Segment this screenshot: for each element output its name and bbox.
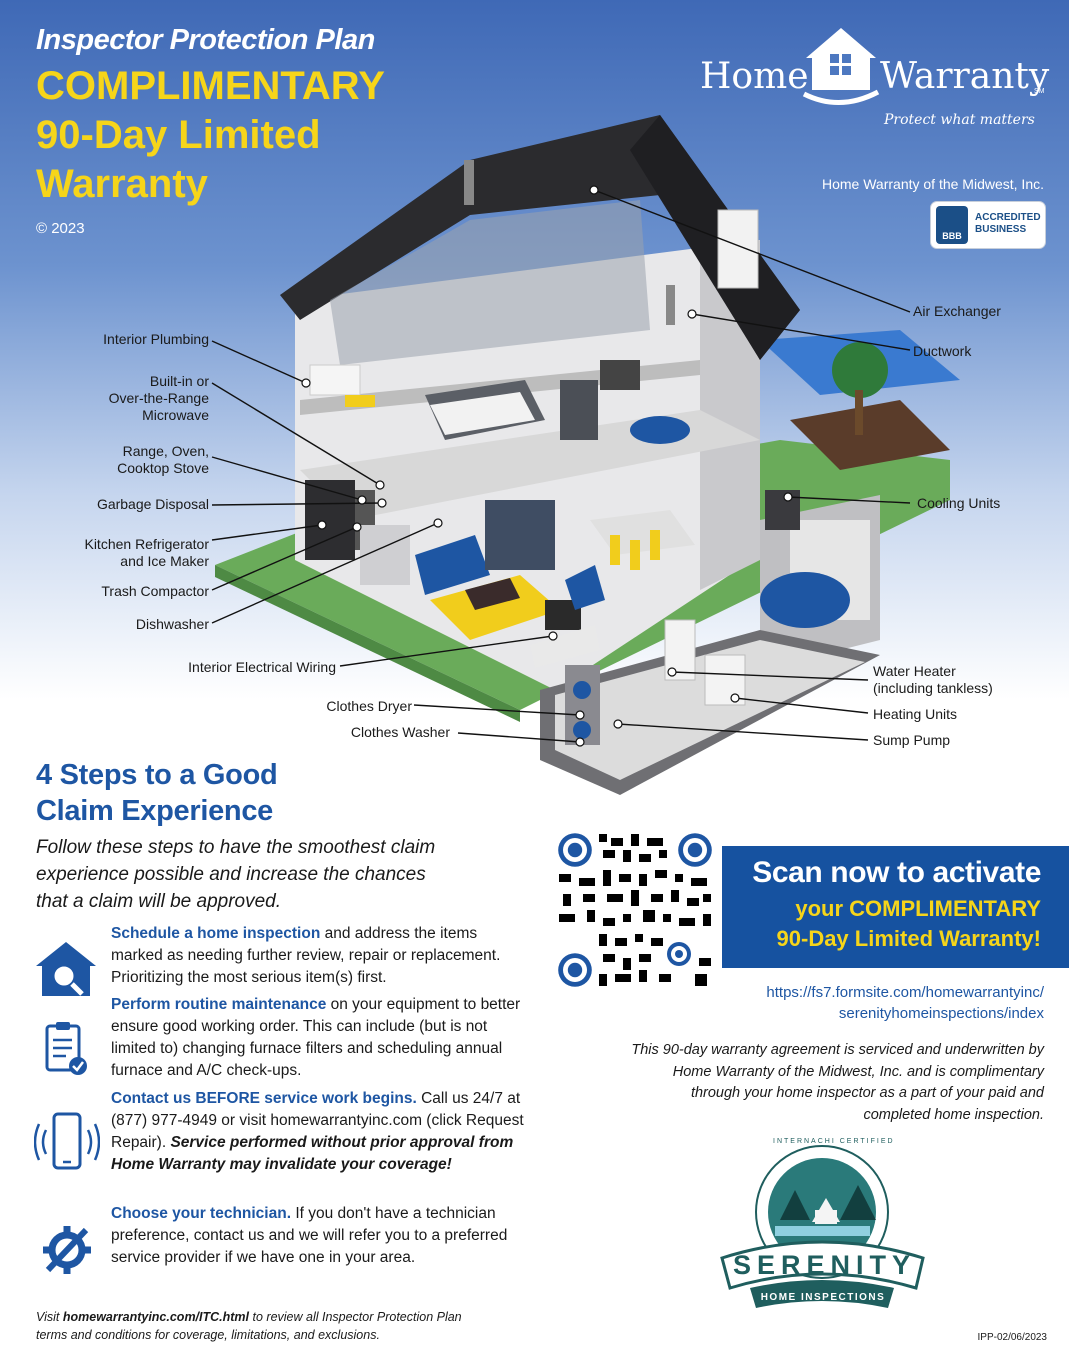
checklist-clipboard-icon [45,1022,87,1075]
house-cutaway-illustration [211,115,960,795]
home-inspection-icon [36,942,96,996]
cta-line-3: 90-Day Limited Warranty! [776,926,1041,951]
logo-tagline: Protect what matters [884,112,1035,128]
label-cooling-units: Cooling Units [917,495,1001,511]
title-line-2: 90-Day Limited [36,113,321,157]
logo-word-warranty: Warranty [880,56,1050,97]
bbb-logo-icon: BBB [936,206,968,244]
footer-terms: Visit homewarrantyinc.com/ITC.html to re… [36,1310,462,1342]
label-interior-plumbing: Interior Plumbing [103,331,209,347]
title-line-1: COMPLIMENTARY [36,64,385,108]
steps-intro: Follow these steps to have the smoothest… [36,837,436,912]
serenity-inspections-badge [720,1145,925,1308]
plan-subtitle: Inspector Protection Plan [36,24,375,56]
step-2: Perform routine maintenance on your equi… [111,996,521,1079]
label-clothes-dryer: Clothes Dryer [326,698,412,714]
label-interior-electrical: Interior Electrical Wiring [188,659,336,675]
house-hand-logo-icon [802,28,880,105]
tools-gear-icon [43,1226,91,1274]
label-air-exchanger: Air Exchanger [913,303,1001,319]
phone-call-icon [34,1112,100,1170]
bbb-accredited-badge: BBB ACCREDITED BUSINESS [930,201,1046,249]
label-heating-units: Heating Units [873,706,958,722]
badge-certification-text: INTERNACHI CERTIFIED [773,1138,895,1145]
label-microwave: Built-in or Over-the-Range Microwave [108,373,209,423]
document-code: IPP-02/06/2023 [977,1332,1048,1343]
terms-link[interactable]: homewarrantyinc.com/ITC.html [62,1310,250,1324]
page-title: COMPLIMENTARY 90-Day Limited Warranty [36,62,385,209]
step-4: Choose your technician. If you don't hav… [111,1205,508,1266]
badge-subtitle: HOME INSPECTIONS [760,1292,886,1303]
label-garbage-disposal: Garbage Disposal [96,496,209,512]
label-kitchen-refrigerator: Kitchen Refrigerator and Ice Maker [84,536,209,569]
label-trash-compactor: Trash Compactor [101,583,209,599]
cta-line-1: Scan now to activate [752,856,1041,889]
warranty-disclaimer: This 90-day warranty agreement is servic… [631,1042,1044,1123]
step-1: Schedule a home inspection and address t… [111,925,501,986]
cta-line-2: your COMPLIMENTARY [795,896,1041,921]
badge-name: SERENITY [733,1250,917,1280]
label-sump-pump: Sump Pump [873,732,951,748]
label-ductwork: Ductwork [913,343,972,359]
label-water-heater: Water Heater (including tankless) [873,663,993,696]
label-range-oven: Range, Oven, Cooktop Stove [117,443,209,476]
scan-cta-banner: Scan now to activate your COMPLIMENTARY … [722,846,1069,968]
activation-url-link[interactable]: https://fs7.formsite.com/homewarrantyinc… [766,984,1044,1022]
title-line-3: Warranty [36,162,208,206]
service-mark: SM [1034,88,1045,95]
steps-heading: 4 Steps to a Good Claim Experience [36,759,278,827]
label-clothes-washer: Clothes Washer [350,724,450,740]
company-name: Home Warranty of the Midwest, Inc. [822,176,1044,192]
logo-word-home: Home [700,56,809,97]
activation-qr-code[interactable] [555,830,715,990]
copyright: © 2023 [36,220,85,237]
step-3: Contact us BEFORE service work begins. C… [111,1090,524,1173]
label-dishwasher: Dishwasher [135,616,209,632]
